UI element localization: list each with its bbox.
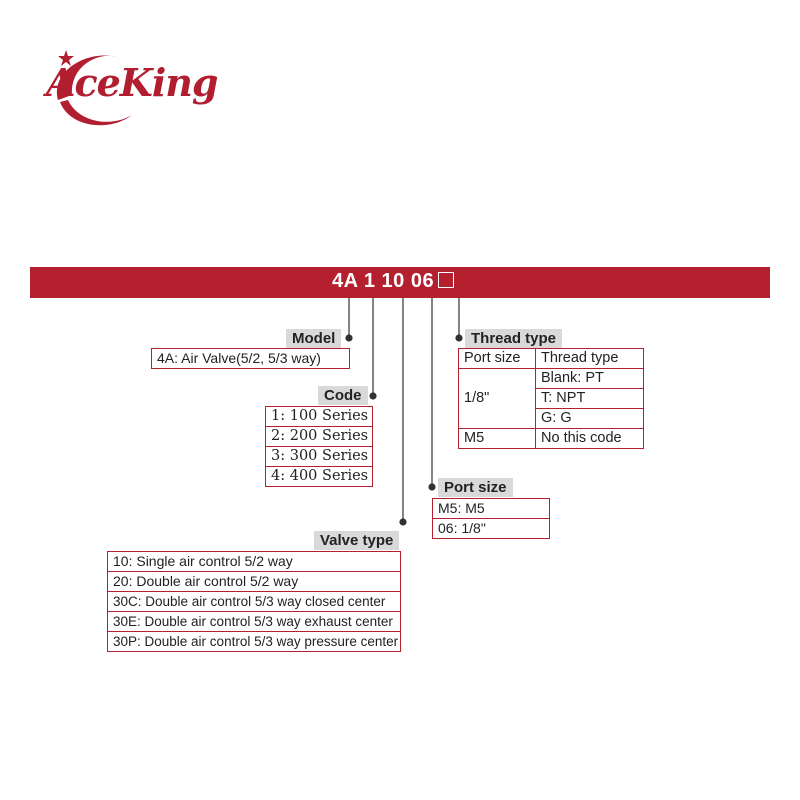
header-port-size: Port size: [458, 348, 536, 369]
series-row: 1: 100 Series: [266, 407, 372, 427]
thread-option: Blank: PT: [535, 368, 644, 389]
port-cell: M5: [458, 428, 536, 449]
thread-option: G: G: [535, 408, 644, 429]
logo-swoosh-icon: [56, 50, 132, 126]
valve-type-table: 10: Single air control 5/2 way 20: Doubl…: [107, 551, 401, 652]
code-band: [30, 267, 770, 298]
series-row: 4: 400 Series: [271, 468, 369, 484]
valve-type-row: 30C: Double air control 5/3 way closed c…: [108, 592, 400, 612]
valve-type-row: 10: Single air control 5/2 way: [108, 552, 400, 572]
thread-row: 1/8" Blank: PT: [458, 368, 644, 429]
port-size-label: Port size: [438, 478, 513, 497]
thread-type-label: Thread type: [465, 329, 563, 348]
thread-row: M5 No this code: [458, 428, 644, 449]
model-code-text: 4A 1 10 06: [332, 270, 435, 292]
valve-type-row: 30E: Double air control 5/3 way exhaust …: [108, 612, 400, 632]
thread-option: T: NPT: [535, 388, 644, 409]
valve-type-label: Valve type: [314, 531, 400, 550]
series-code-table: 1: 100 Series 2: 200 Series 3: 300 Serie…: [265, 406, 373, 487]
thread-header-row: Port size Thread type: [458, 348, 644, 369]
valve-type-row: 30P: Double air control 5/3 way pressure…: [113, 634, 399, 649]
model-label: Model: [286, 329, 342, 348]
brand-name: AceKing: [46, 60, 218, 105]
port-size-row: M5: M5: [433, 499, 549, 519]
thread-option: No this code: [535, 428, 644, 449]
thread-type-table: Port size Thread type 1/8" Blank: PT T: …: [458, 348, 644, 449]
valve-type-row: 20: Double air control 5/2 way: [108, 572, 400, 592]
series-row: 2: 200 Series: [266, 427, 372, 447]
series-code-label: Code: [318, 386, 368, 405]
port-size-table: M5: M5 06: 1/8": [432, 498, 550, 539]
port-cell: 1/8": [458, 368, 536, 429]
model-table: 4A: Air Valve(5/2, 5/3 way): [151, 348, 350, 369]
port-size-row: 06: 1/8": [438, 520, 486, 536]
brand-logo: [40, 40, 240, 140]
header-thread-type: Thread type: [535, 348, 644, 369]
series-row: 3: 300 Series: [266, 447, 372, 467]
suffix-box: [438, 272, 455, 288]
model-code: 4A 1 10 06: [332, 270, 455, 293]
model-row: 4A: Air Valve(5/2, 5/3 way): [157, 350, 321, 366]
